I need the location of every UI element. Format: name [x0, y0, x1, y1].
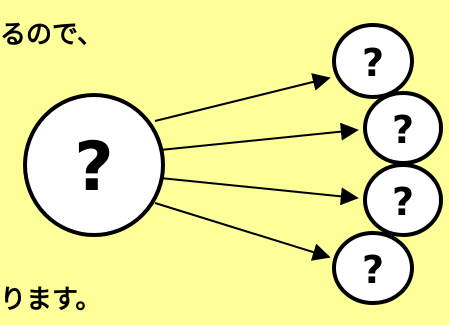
target-node-4-label: ? [362, 248, 384, 292]
target-node-1: ? [332, 23, 414, 99]
target-node-4: ? [332, 231, 414, 305]
bottom-text-line: ります。 [0, 285, 102, 315]
target-node-3-label: ? [392, 180, 414, 224]
arrow-to-node-2 [159, 122, 359, 151]
top-text-line: るので、 [0, 20, 103, 50]
arrow-to-node-3 [159, 177, 359, 206]
target-node-3: ? [363, 163, 443, 237]
target-node-1-label: ? [362, 41, 384, 85]
target-node-2-label: ? [392, 108, 414, 152]
target-node-2: ? [363, 91, 443, 165]
source-node-label: ? [74, 128, 113, 207]
source-node: ? [23, 93, 165, 237]
arrow-to-node-1 [154, 73, 331, 122]
arrow-to-node-4 [154, 202, 331, 261]
